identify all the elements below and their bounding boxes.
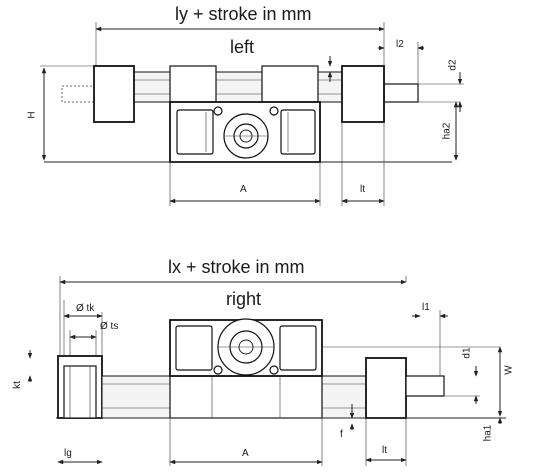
dim-label-bottom-lt: lt: [382, 445, 387, 456]
top-shaft-right: [383, 83, 419, 103]
dim-label-ha2: ha2: [441, 122, 453, 140]
dim-label-d2: d2: [447, 59, 459, 71]
dim-label-d1: d1: [461, 347, 473, 359]
dim-label-l1: l1: [422, 302, 430, 313]
top-carriage-pad-left: [176, 109, 214, 155]
dim-label-top-lt: lt: [360, 184, 365, 195]
top-rail-block-right: [261, 65, 319, 103]
top-view-title-dimension: ly + stroke in mm: [175, 4, 312, 24]
dim-label-f: f: [340, 429, 343, 440]
dim-label-ts: Ø ts: [100, 321, 119, 332]
top-connector-dashed: [61, 85, 95, 103]
dim-label-ha1: ha1: [482, 424, 494, 442]
top-view-side-label: left: [230, 37, 255, 57]
left-motor-block: [93, 65, 135, 123]
dim-label-W: W: [503, 365, 515, 375]
dim-label-lg: lg: [64, 448, 72, 459]
bottom-view-side-label: right: [226, 289, 262, 309]
top-carriage-pad-right: [280, 109, 316, 155]
dim-label-H: H: [26, 111, 38, 119]
bottom-view-title-dimension: lx + stroke in mm: [168, 257, 305, 277]
bottom-carriage-lower: [169, 375, 323, 419]
dim-label-kt: kt: [11, 381, 23, 389]
dim-label-top-A: A: [240, 184, 247, 195]
dim-label-l2: l2: [396, 39, 404, 50]
dim-label-bottom-A: A: [242, 448, 249, 459]
bottom-view: [27, 276, 506, 466]
right-motor-block: [341, 65, 385, 123]
top-view: [40, 22, 464, 206]
bottom-shaft: [405, 375, 445, 397]
dim-label-tk: Ø tk: [76, 303, 95, 314]
bottom-motor-block: [365, 357, 407, 419]
top-rail-block-left: [169, 65, 217, 103]
